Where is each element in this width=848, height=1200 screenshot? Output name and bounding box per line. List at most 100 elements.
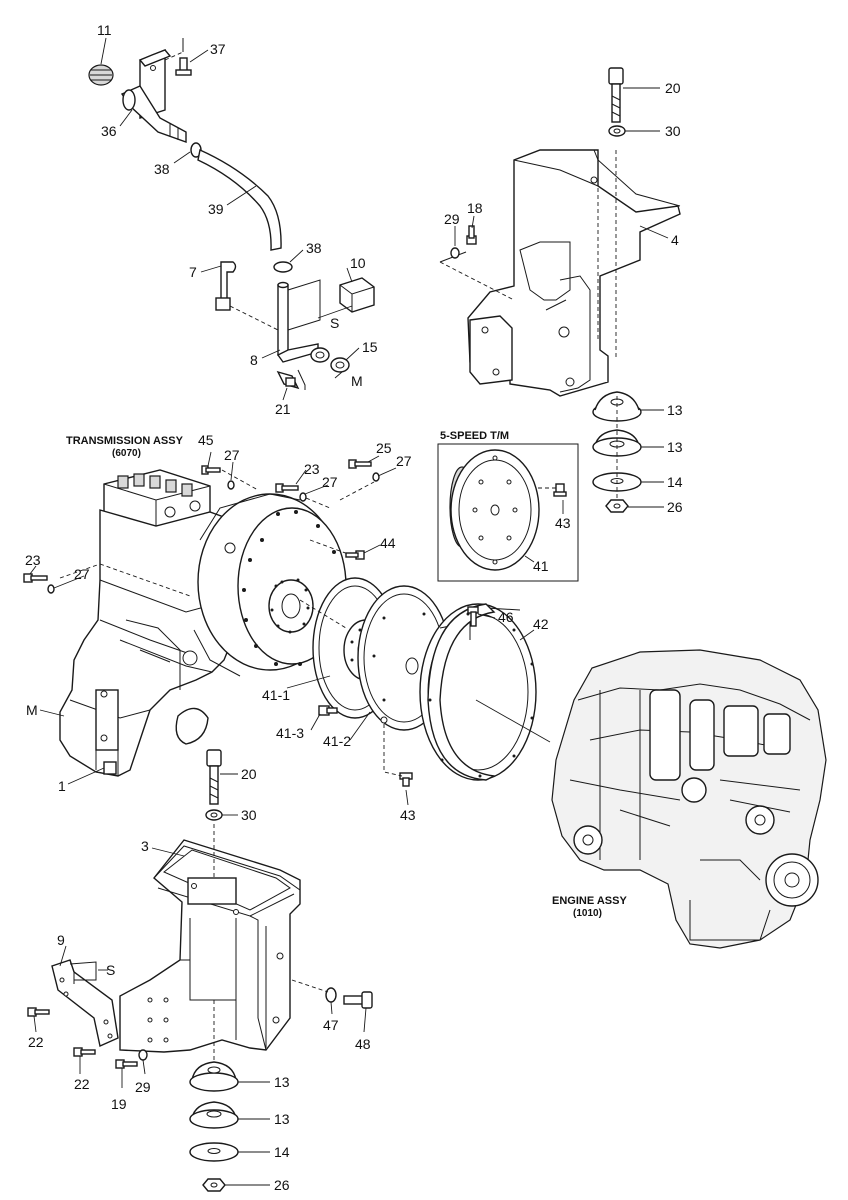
bolt-37 <box>175 49 209 76</box>
nut-26-right <box>605 499 629 513</box>
transmission-title: TRANSMISSION ASSY <box>66 435 184 447</box>
bolt-43-lower <box>399 772 413 787</box>
bolt-19 <box>115 1059 138 1069</box>
label-8: 8 <box>250 352 258 368</box>
transmission-code: (6070) <box>112 448 141 459</box>
bolt-22-left <box>27 1007 50 1017</box>
washer-27-a <box>227 480 235 490</box>
bolt-18 <box>466 225 477 245</box>
label-41-3: 41-3 <box>276 725 304 741</box>
control-valve-block <box>103 469 211 529</box>
label-36: 36 <box>101 123 117 139</box>
rubber-mount-13-bottom-upper <box>189 1061 239 1092</box>
clip-7 <box>215 261 279 331</box>
washer-27-c <box>372 472 380 482</box>
bolt-20-top <box>608 67 624 123</box>
bolt-44 <box>345 550 365 560</box>
bracket-plate-9 <box>51 959 119 1047</box>
label-14-right: 14 <box>667 474 683 490</box>
washer-27-d <box>47 584 55 594</box>
rubber-mount-13-bottom-lower <box>189 1101 239 1129</box>
label-41-1: 41-1 <box>262 687 290 703</box>
label-27-a: 27 <box>224 447 240 463</box>
label-27-b: 27 <box>322 474 338 490</box>
five-speed-inset: 5-SPEED T/M 43 41 <box>437 430 579 582</box>
bolt-21 <box>276 370 300 390</box>
filler-tube-group <box>88 38 375 390</box>
mount-bracket-3 <box>119 824 301 1064</box>
label-44: 44 <box>380 535 396 551</box>
label-19: 19 <box>111 1096 127 1112</box>
label-42: 42 <box>533 616 549 632</box>
label-10: 10 <box>350 255 366 271</box>
engine-assy <box>551 649 827 949</box>
nut-26-bottom <box>202 1178 226 1192</box>
label-41: 41 <box>533 558 549 574</box>
housing-ring-42 <box>419 603 537 781</box>
bolt-48 <box>343 991 373 1009</box>
label-11: 11 <box>97 22 112 38</box>
top-left-callouts: 11 37 36 38 39 38 7 10 S 8 15 M 21 <box>97 22 378 417</box>
bolt-43-inset <box>553 483 567 497</box>
label-23-lower: 23 <box>25 552 41 568</box>
engine-title: ENGINE ASSY <box>552 895 627 907</box>
label-48: 48 <box>355 1036 371 1052</box>
label-3: 3 <box>141 838 149 854</box>
transmission-case <box>59 509 233 777</box>
hose-39 <box>197 149 282 251</box>
label-9: 9 <box>57 932 65 948</box>
label-20-top: 20 <box>665 80 681 96</box>
label-22-lower: 22 <box>74 1076 90 1092</box>
bolt-22-lower <box>73 1047 96 1057</box>
label-26-bottom: 26 <box>274 1177 290 1193</box>
label-26-right: 26 <box>667 499 683 515</box>
label-45: 45 <box>198 432 214 448</box>
label-39: 39 <box>208 201 224 217</box>
label-43-inset: 43 <box>555 515 571 531</box>
label-30-bottom: 30 <box>241 807 257 823</box>
label-13-bottom-upper: 13 <box>274 1074 290 1090</box>
filler-cap <box>88 64 114 86</box>
label-41-2: 41-2 <box>323 733 351 749</box>
label-46: 46 <box>498 609 514 625</box>
label-29-top: 29 <box>444 211 460 227</box>
bolt-23-upper <box>275 483 299 493</box>
washer-27-b <box>299 492 307 502</box>
washer-29-bottom <box>138 1049 148 1061</box>
label-23-upper: 23 <box>304 461 320 477</box>
washer-29-top <box>450 247 460 259</box>
label-7: 7 <box>189 264 197 280</box>
flex-plate-41 <box>449 449 540 571</box>
filler-tube-8 <box>276 279 330 363</box>
block-10 <box>339 277 375 313</box>
five-speed-title: 5-SPEED T/M <box>440 430 509 442</box>
clamp-38-lower <box>273 261 293 273</box>
washer-14-bottom <box>189 1142 239 1162</box>
label-37: 37 <box>210 41 226 57</box>
bolt-20-bottom <box>206 749 222 805</box>
transmission-callouts: 45 27 23 25 27 27 44 23 27 46 42 41-1 41… <box>25 432 549 823</box>
mount-bracket-4 <box>439 149 681 397</box>
label-4: 4 <box>671 232 679 248</box>
label-18: 18 <box>467 200 483 216</box>
label-43-lower: 43 <box>400 807 416 823</box>
label-38-upper: 38 <box>154 161 170 177</box>
label-29-bottom: 29 <box>135 1079 151 1095</box>
filler-funnel <box>120 85 187 143</box>
label-M-left: M <box>26 702 38 718</box>
label-27-d: 27 <box>74 566 90 582</box>
gasket-15 <box>330 357 350 373</box>
label-30-top: 30 <box>665 123 681 139</box>
top-right-callouts: 20 30 29 18 4 13 13 14 26 <box>444 80 683 515</box>
bolt-46 <box>467 606 479 627</box>
mount-bracket-4-group <box>439 67 681 513</box>
bolt-23-lower <box>23 573 48 583</box>
label-14-bottom: 14 <box>274 1144 290 1160</box>
label-47: 47 <box>323 1017 339 1033</box>
label-S-top: S <box>330 315 339 331</box>
label-21: 21 <box>275 401 291 417</box>
engine-code: (1010) <box>573 908 602 919</box>
label-20-bottom: 20 <box>241 766 257 782</box>
bottom-callouts: 20 30 3 9 S 22 22 19 29 47 48 13 13 14 2… <box>28 766 371 1193</box>
